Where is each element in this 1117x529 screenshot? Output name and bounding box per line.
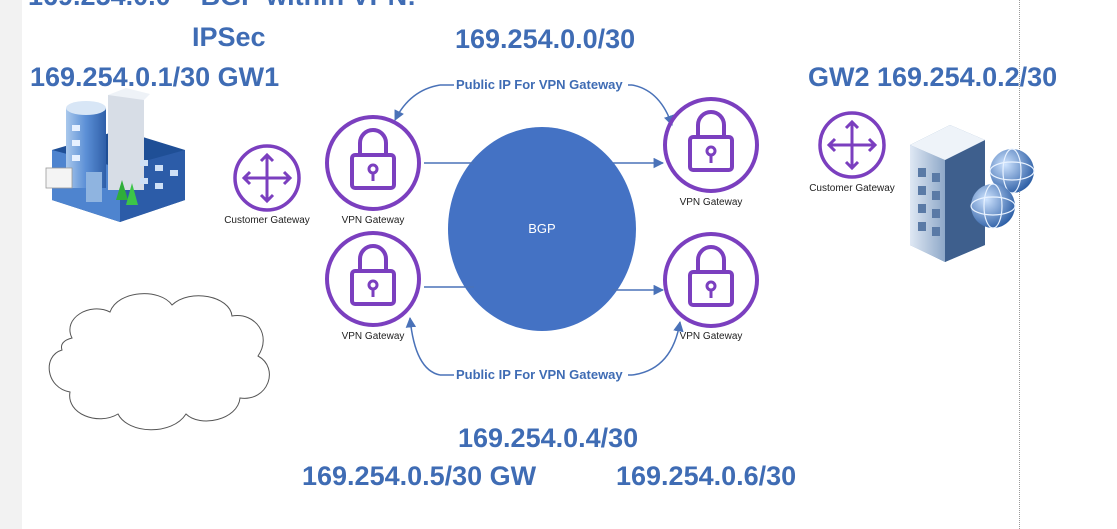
top-arc-label-bg bbox=[454, 76, 628, 92]
cloud-icon bbox=[48, 293, 270, 431]
lock-icon bbox=[325, 115, 421, 211]
vpn-gateway-bottom-left-label: VPN Gateway bbox=[342, 331, 405, 342]
diagram-title: 169.254.0.0 – BGP within VPN: bbox=[28, 0, 416, 11]
top-subnet-label: 169.254.0.0/30 bbox=[455, 24, 635, 54]
office-building-icon bbox=[45, 88, 185, 222]
top-arc-left bbox=[394, 84, 441, 121]
customer-gateway-right-label: Customer Gateway bbox=[809, 183, 895, 194]
bgp-node bbox=[448, 127, 636, 331]
ipsec-label: IPSec bbox=[192, 22, 266, 52]
top-arc-label: Public IP For VPN Gateway bbox=[456, 77, 623, 92]
vpn-gateway-bottom-right-label: VPN Gateway bbox=[680, 331, 743, 342]
right-dotted-guide bbox=[1019, 0, 1020, 529]
bottom-right-gw-label: 169.254.0.6/30 bbox=[616, 461, 796, 491]
bottom-left-gw-label: 169.254.0.5/30 GW bbox=[302, 461, 537, 491]
bottom-arc-label: Public IP For VPN Gateway bbox=[456, 367, 623, 382]
customer-gateway-left-label: Customer Gateway bbox=[224, 215, 310, 226]
vpn-gateway-top-left-label: VPN Gateway bbox=[342, 215, 405, 226]
lock-icon bbox=[325, 231, 421, 327]
server-globe-icon bbox=[910, 125, 1035, 262]
router-icon bbox=[818, 111, 886, 179]
bottom-arc-left bbox=[405, 316, 441, 376]
bottom-subnet-label: 169.254.0.4/30 bbox=[458, 423, 638, 453]
lock-icon bbox=[663, 232, 759, 328]
top-arc-right bbox=[631, 84, 674, 126]
gw1-address-label: 169.254.0.1/30 GW1 bbox=[30, 62, 279, 92]
vpn-gateway-top-right-label: VPN Gateway bbox=[680, 197, 743, 208]
lock-icon bbox=[663, 97, 759, 193]
gw2-address-label: GW2 169.254.0.2/30 bbox=[808, 62, 1057, 92]
bottom-arc-right bbox=[631, 320, 684, 376]
bottom-arc-label-bg bbox=[454, 366, 628, 382]
router-icon bbox=[233, 144, 301, 212]
bgp-label: BGP bbox=[528, 221, 555, 236]
